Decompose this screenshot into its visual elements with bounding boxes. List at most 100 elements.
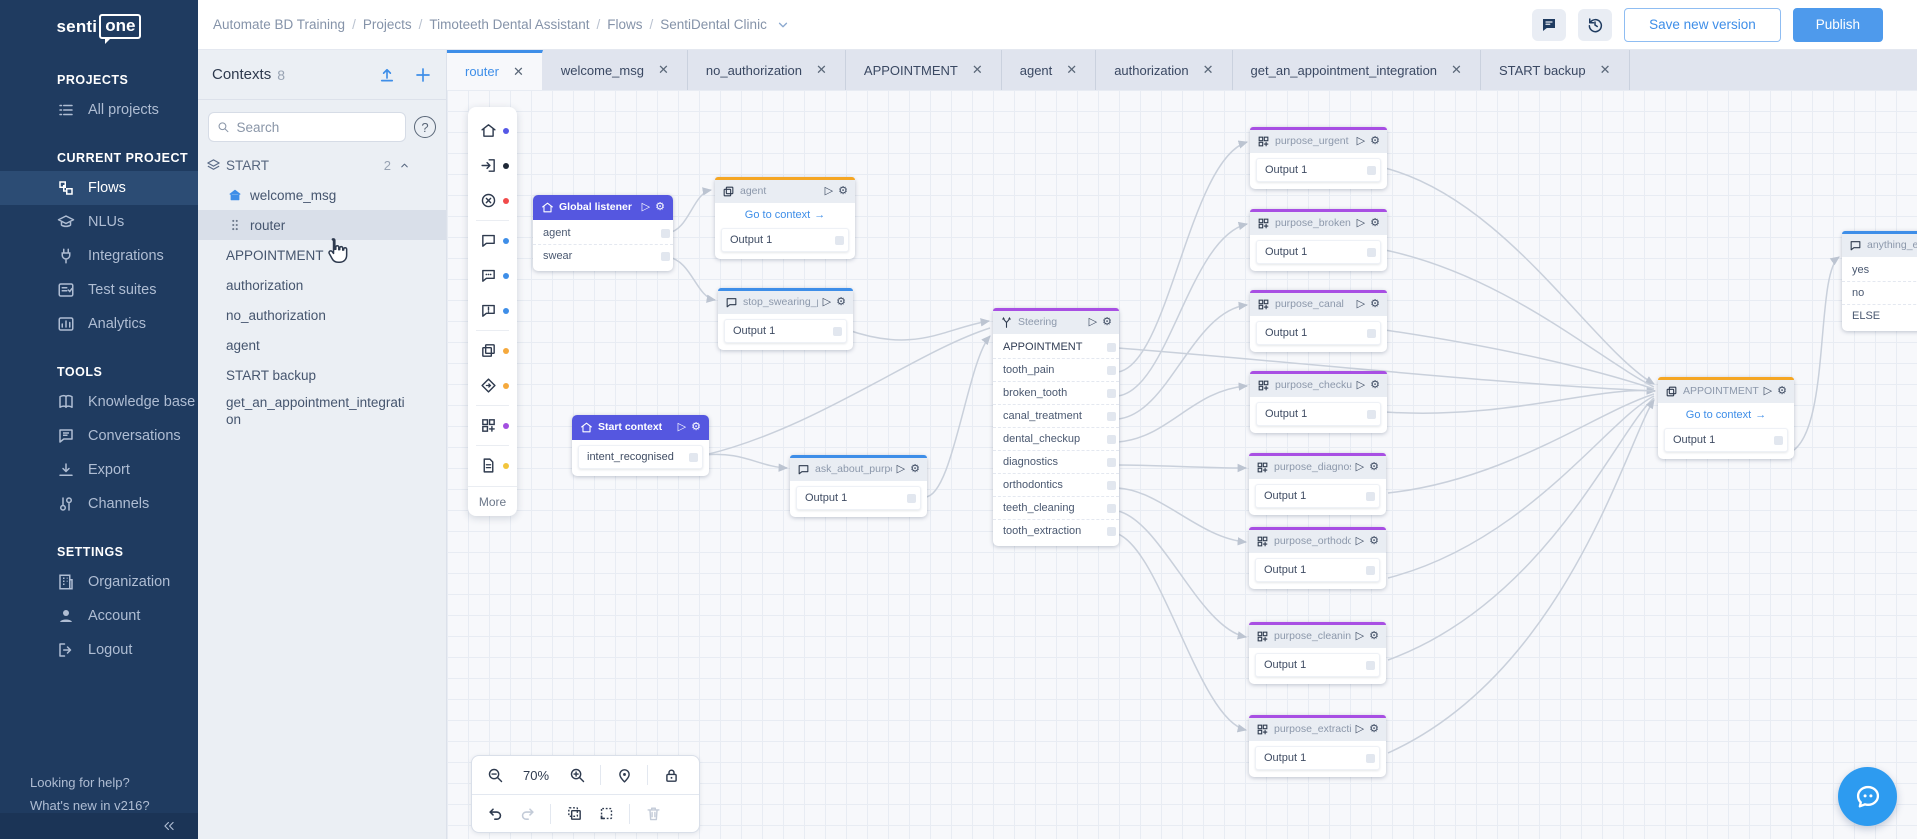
connector-port[interactable]: [1107, 526, 1116, 536]
play-icon[interactable]: ▷: [641, 201, 651, 213]
palette-more-button[interactable]: More: [468, 486, 517, 516]
close-icon[interactable]: ✕: [1066, 62, 1078, 77]
redo-button[interactable]: [514, 801, 540, 827]
delete-button[interactable]: [640, 801, 666, 827]
connector-port[interactable]: [1367, 328, 1376, 338]
play-icon[interactable]: ▷: [1355, 723, 1365, 735]
gear-icon[interactable]: ⚙: [836, 296, 846, 308]
gear-icon[interactable]: ⚙: [838, 185, 848, 197]
node-agent[interactable]: agent ▷ ⚙ Go to context→ Output 1: [715, 177, 855, 259]
node-output-row[interactable]: intent_recognised: [578, 445, 703, 469]
palette-condition-node[interactable]: [468, 368, 517, 403]
gear-icon[interactable]: ⚙: [1369, 630, 1379, 642]
connector-port[interactable]: [907, 493, 916, 503]
connector-port[interactable]: [1367, 247, 1376, 257]
sidebar-item-logout[interactable]: Logout: [0, 633, 198, 667]
context-item-start-backup[interactable]: START backup: [226, 367, 317, 383]
play-icon[interactable]: ▷: [1355, 461, 1365, 473]
connector-port[interactable]: [1107, 434, 1116, 444]
context-item-no-authorization[interactable]: no_authorization: [226, 307, 326, 323]
tab-appointment[interactable]: APPOINTMENT✕: [846, 50, 1002, 90]
node-output-row[interactable]: Output 1: [1256, 240, 1381, 264]
palette-integration-node[interactable]: [468, 408, 517, 443]
node-output-row[interactable]: Output 1: [1256, 321, 1381, 345]
node-output-row[interactable]: diagnostics: [993, 451, 1119, 474]
palette-notice-node[interactable]: [468, 293, 517, 328]
node-stop-swearing-pls[interactable]: stop_swearing_pls ▷ ⚙ Output 1: [718, 288, 853, 350]
close-icon[interactable]: ✕: [971, 62, 983, 77]
context-item-welcome-msg[interactable]: welcome_msg: [198, 180, 446, 210]
sidebar-item-conversations[interactable]: Conversations: [0, 419, 198, 453]
gear-icon[interactable]: ⚙: [691, 421, 701, 433]
node-output-row[interactable]: tooth_extraction: [993, 520, 1119, 542]
connector-port[interactable]: [1366, 660, 1375, 670]
gear-icon[interactable]: ⚙: [1102, 316, 1112, 328]
node-purpose-urgent[interactable]: purpose_urgent ▷ ⚙ Output 1: [1250, 127, 1387, 189]
help-button[interactable]: ?: [414, 116, 436, 138]
breadcrumb-current-flow[interactable]: SentiDental Clinic: [660, 17, 767, 32]
node-output-row[interactable]: Output 1: [1664, 428, 1788, 452]
go-to-context-link[interactable]: Go to context→: [1685, 409, 1767, 421]
play-icon[interactable]: ▷: [1356, 379, 1366, 391]
sidebar-item-export[interactable]: Export: [0, 453, 198, 487]
node-purpose-orthodontics[interactable]: purpose_orthodontics ▷ ⚙ Output 1: [1249, 527, 1386, 589]
tab-get-an-appointment-integration[interactable]: get_an_appointment_integration✕: [1233, 50, 1481, 90]
chevron-down-icon[interactable]: [776, 18, 790, 32]
gear-icon[interactable]: ⚙: [1370, 135, 1380, 147]
node-output-row[interactable]: broken_tooth: [993, 382, 1119, 405]
node-output-row[interactable]: Output 1: [1255, 653, 1380, 677]
tab-agent[interactable]: agent✕: [1002, 50, 1097, 90]
node-purpose-extraction[interactable]: purpose_extraction ▷ ⚙ Output 1: [1249, 715, 1386, 777]
close-icon[interactable]: ✕: [512, 63, 524, 79]
play-icon[interactable]: ▷: [822, 296, 832, 308]
go-to-context-link[interactable]: Go to context→: [744, 209, 826, 221]
breadcrumb-org[interactable]: Automate BD Training: [213, 17, 346, 32]
connector-port[interactable]: [1107, 365, 1116, 375]
duplicate-button[interactable]: [561, 801, 587, 827]
node-steering[interactable]: Steering ▷ ⚙ APPOINTMENT tooth_pain brok…: [993, 308, 1119, 546]
gear-icon[interactable]: ⚙: [655, 201, 665, 213]
lock-canvas-button[interactable]: [658, 762, 684, 788]
connector-port[interactable]: [1107, 342, 1116, 352]
support-chat-button[interactable]: [1838, 767, 1897, 826]
node-output-row[interactable]: no: [1842, 282, 1917, 305]
node-output-row[interactable]: APPOINTMENT: [993, 336, 1119, 359]
node-output-row[interactable]: orthodontics: [993, 474, 1119, 497]
node-output-row[interactable]: Output 1: [1255, 746, 1380, 770]
connector-port[interactable]: [1107, 503, 1116, 513]
palette-start-node[interactable]: [468, 113, 517, 148]
gear-icon[interactable]: ⚙: [1370, 217, 1380, 229]
play-icon[interactable]: ▷: [1088, 316, 1098, 328]
context-group-start[interactable]: START 2: [198, 150, 446, 180]
node-output-row[interactable]: agent: [533, 222, 673, 245]
zoom-in-button[interactable]: [564, 762, 590, 788]
tab-authorization[interactable]: authorization✕: [1096, 50, 1233, 90]
gear-icon[interactable]: ⚙: [1777, 385, 1787, 397]
node-output-row[interactable]: Output 1: [1255, 484, 1380, 508]
node-appointment[interactable]: APPOINTMENT ▷ ⚙ Go to context→ Output 1: [1658, 377, 1794, 459]
connector-port[interactable]: [833, 326, 842, 336]
sidebar-item-integrations[interactable]: Integrations: [0, 239, 198, 273]
context-item-agent[interactable]: agent: [226, 337, 260, 353]
context-item-authorization[interactable]: authorization: [226, 277, 304, 293]
connector-port[interactable]: [661, 228, 670, 238]
play-icon[interactable]: ▷: [1356, 298, 1366, 310]
node-output-row[interactable]: teeth_cleaning: [993, 497, 1119, 520]
close-icon[interactable]: ✕: [816, 62, 827, 77]
sidebar-item-account[interactable]: Account: [0, 599, 198, 633]
breadcrumb-projects[interactable]: Projects: [362, 17, 412, 32]
node-output-row[interactable]: swear: [533, 245, 673, 267]
node-global-listener[interactable]: Global listener ▷ ⚙ agent swear: [533, 195, 673, 271]
node-purpose-checkup[interactable]: purpose_checkup ▷ ⚙ Output 1: [1250, 371, 1387, 433]
close-icon[interactable]: ✕: [1599, 62, 1611, 77]
sidebar-item-test-suites[interactable]: Test suites: [0, 273, 198, 307]
node-output-row[interactable]: tooth_pain: [993, 359, 1119, 382]
gear-icon[interactable]: ⚙: [1369, 535, 1379, 547]
undo-button[interactable]: [482, 801, 508, 827]
save-new-version-button[interactable]: Save new version: [1624, 7, 1781, 42]
node-anything-else[interactable]: anything_else yes no ELSE: [1842, 231, 1917, 331]
palette-end-node[interactable]: [468, 183, 517, 218]
breadcrumb-flows[interactable]: Flows: [607, 17, 643, 32]
node-purpose-diagnostics[interactable]: purpose_diagnostics ▷ ⚙ Output 1: [1249, 453, 1386, 515]
sidebar-item-flows[interactable]: Flows: [0, 171, 198, 205]
